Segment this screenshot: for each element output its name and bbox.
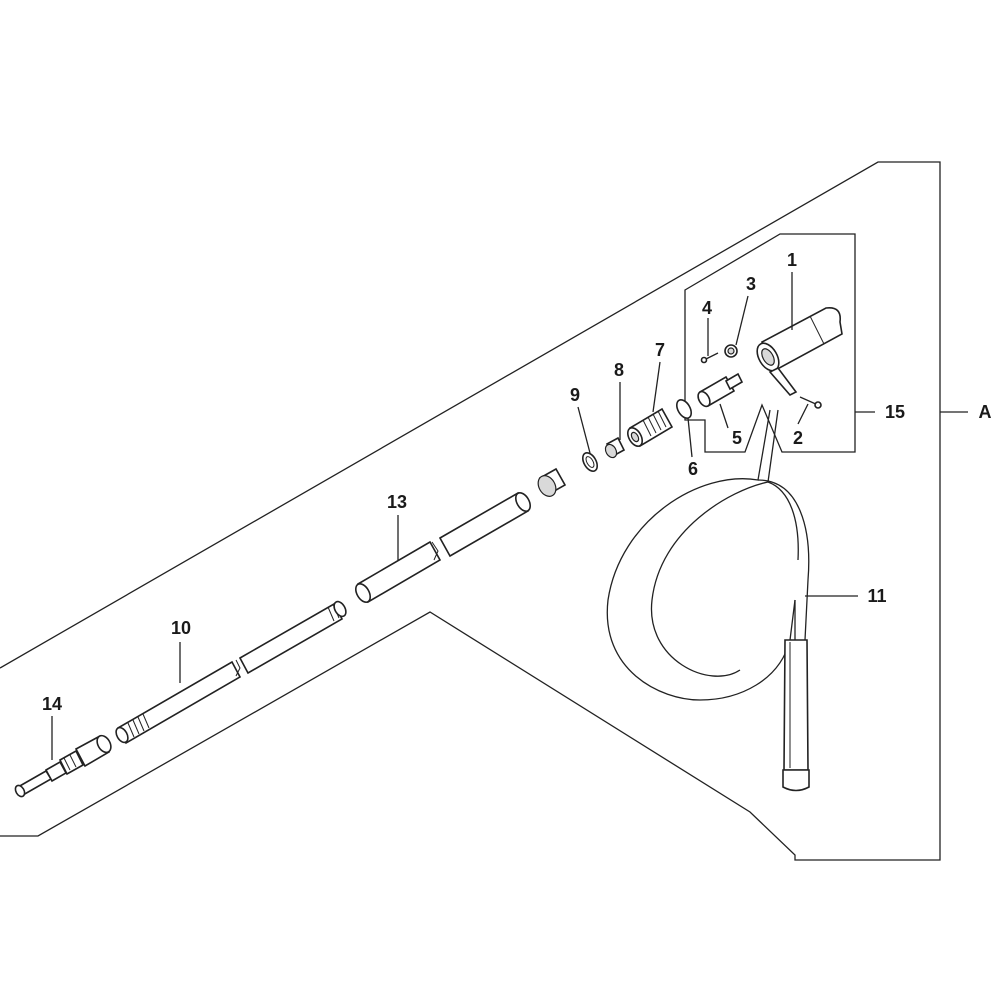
callout-3: 3 (746, 274, 756, 294)
hose-part (606, 409, 810, 792)
o-ring-part (675, 399, 693, 419)
set-screw-part (799, 396, 822, 409)
callout-15: 15 (885, 402, 905, 422)
callout-2: 2 (793, 428, 803, 448)
end-cap-part (537, 467, 567, 497)
nut-part (724, 344, 738, 358)
callout-8: 8 (614, 360, 624, 380)
washer-part (604, 436, 626, 459)
gun-nozzle-part (756, 306, 843, 396)
callout-A: A (979, 402, 992, 422)
assembly-boundary-A (0, 161, 941, 861)
valve-cartridge-part (697, 372, 744, 408)
lance-tube-upper-part (354, 491, 532, 604)
callout-11: 11 (867, 586, 886, 606)
callout-9: 9 (570, 385, 580, 405)
callout-13: 13 (387, 492, 407, 512)
callout-5: 5 (732, 428, 742, 448)
callout-4: 4 (702, 298, 712, 318)
callout-7: 7 (655, 340, 665, 360)
callout-6: 6 (688, 459, 698, 479)
leader-lines (51, 272, 858, 760)
lance-tube-lower-part (115, 600, 347, 745)
callout-1: 1 (787, 250, 797, 270)
callout-10: 10 (171, 618, 191, 638)
retaining-ring-part (581, 452, 599, 472)
detail-box-15 (684, 233, 856, 453)
quick-coupler-part (14, 734, 112, 798)
small-screw-part (700, 352, 719, 364)
threaded-fitting-part (626, 407, 674, 448)
callout-14: 14 (42, 694, 62, 714)
